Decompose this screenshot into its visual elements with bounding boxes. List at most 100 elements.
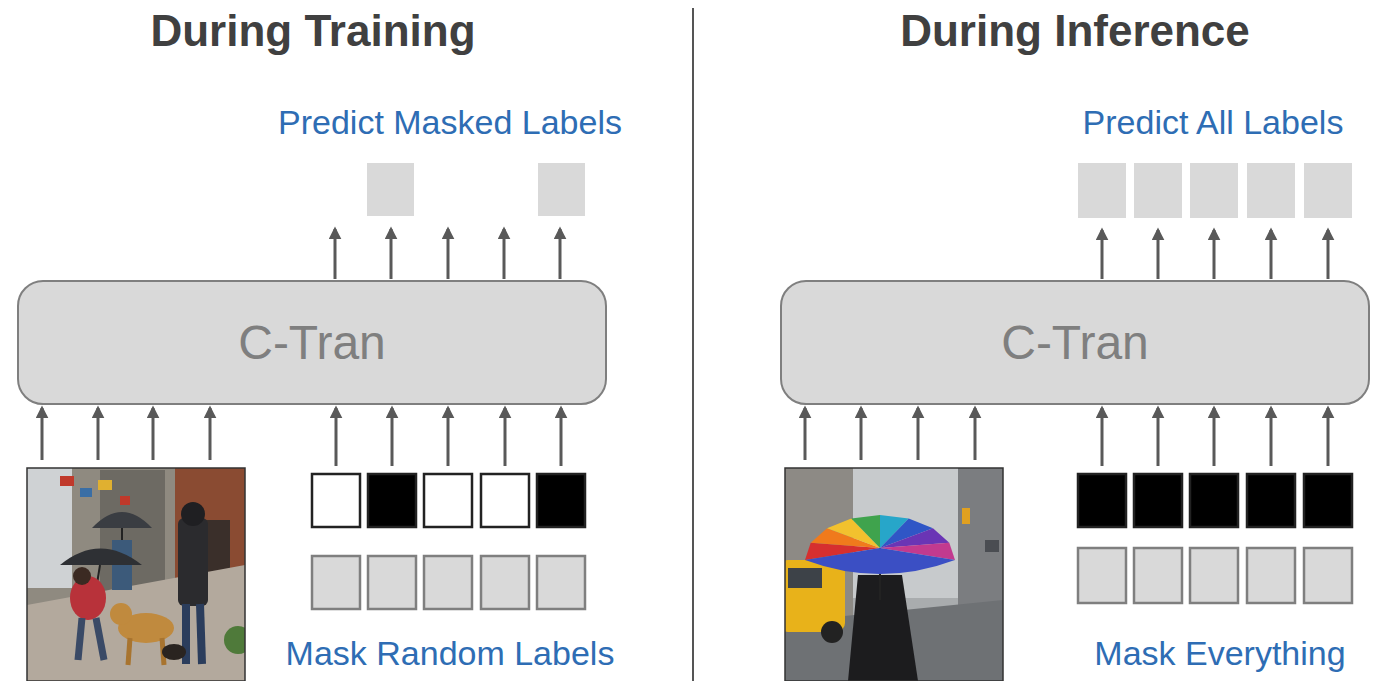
label-token — [1247, 548, 1295, 603]
umbrella — [92, 512, 152, 528]
arrow — [391, 408, 394, 466]
hooded-person — [178, 518, 208, 606]
label-token — [424, 556, 472, 609]
label-token — [1304, 548, 1352, 603]
label-token — [1190, 548, 1238, 603]
arrow — [503, 229, 506, 279]
umbrella-panel — [851, 515, 880, 548]
plant — [224, 626, 245, 654]
output-arrows — [335, 229, 560, 279]
masked-token — [1190, 474, 1238, 527]
label-token — [1134, 548, 1182, 603]
label-embeddings — [1078, 548, 1352, 603]
arrow — [1270, 230, 1273, 279]
label-token — [538, 163, 585, 216]
label-token — [1134, 163, 1182, 218]
building — [958, 468, 1003, 618]
hooded-head — [181, 502, 205, 526]
label-token — [1304, 163, 1352, 218]
person-head — [73, 567, 91, 585]
model-box: C-Tran — [17, 280, 607, 405]
taxi-wheel — [821, 621, 843, 643]
unmasked-token — [424, 474, 472, 527]
person-coat — [848, 575, 918, 681]
label-token — [367, 163, 414, 216]
arrow — [974, 408, 977, 460]
umbrella-rim — [805, 548, 955, 574]
masked-token — [1078, 474, 1126, 527]
sign — [60, 476, 74, 486]
arrow — [1101, 408, 1104, 466]
arrow — [559, 229, 562, 279]
arrow — [390, 229, 393, 279]
step-caption: Mask Everything — [1094, 634, 1345, 673]
taxi — [785, 560, 845, 632]
label-token — [1190, 163, 1238, 218]
label-token — [312, 556, 360, 609]
person-leg — [96, 618, 104, 660]
arrow — [504, 408, 507, 466]
arrow — [1327, 408, 1330, 466]
label-token — [537, 556, 585, 609]
small-dog — [162, 644, 186, 660]
photo-ground — [27, 468, 245, 681]
masked-token — [368, 474, 416, 527]
arrow — [152, 408, 155, 460]
photo-ground — [785, 468, 1003, 681]
panel-divider — [692, 8, 694, 681]
output-tokens — [367, 163, 585, 216]
umbrella-photo — [785, 468, 1003, 681]
sidewalk — [27, 565, 245, 681]
arrow — [860, 408, 863, 460]
mask-tokens — [1078, 474, 1352, 527]
sign — [120, 496, 130, 505]
label-token — [1078, 163, 1126, 218]
arrow — [1213, 230, 1216, 279]
arrow — [804, 408, 807, 460]
label-token — [1078, 548, 1126, 603]
arrow — [1157, 408, 1160, 466]
label-token — [368, 556, 416, 609]
rainbow-umbrella — [805, 515, 955, 574]
photo-frame — [27, 468, 245, 681]
arrow — [334, 229, 337, 279]
step-caption: Mask Random Labels — [286, 634, 615, 673]
arrow — [209, 408, 212, 460]
traffic-light — [962, 508, 970, 524]
unmasked-token — [481, 474, 529, 527]
umbrella — [60, 549, 142, 566]
mask-tokens — [312, 474, 585, 527]
label-token — [481, 556, 529, 609]
masked-token — [1247, 474, 1295, 527]
input-arrows — [805, 408, 1328, 466]
arrow — [1101, 230, 1104, 279]
sign — [80, 488, 92, 497]
arrow — [917, 408, 920, 460]
masked-token — [537, 474, 585, 527]
output-arrows — [1102, 230, 1328, 279]
arrow — [97, 408, 100, 460]
arrow — [1327, 230, 1330, 279]
arrow — [41, 408, 44, 460]
person-leg — [78, 618, 82, 660]
street-photo — [27, 468, 245, 681]
dog-head — [110, 603, 132, 625]
step-caption: Predict Masked Labels — [278, 103, 622, 142]
arrow — [1213, 408, 1216, 466]
arrow — [1157, 230, 1160, 279]
photo-frame — [785, 468, 1003, 681]
taxi-window — [788, 568, 822, 588]
unmasked-token — [312, 474, 360, 527]
arrow — [560, 408, 563, 466]
arrow — [447, 229, 450, 279]
output-tokens — [1078, 163, 1352, 218]
model-name: C-Tran — [238, 315, 386, 370]
input-arrows — [42, 408, 561, 466]
panel-heading: During Inference — [900, 6, 1250, 57]
dog-leg — [128, 638, 130, 665]
arrow — [1270, 408, 1273, 466]
arrow — [335, 408, 338, 466]
label-token — [1247, 163, 1295, 218]
sign — [98, 480, 112, 490]
car — [985, 540, 999, 552]
